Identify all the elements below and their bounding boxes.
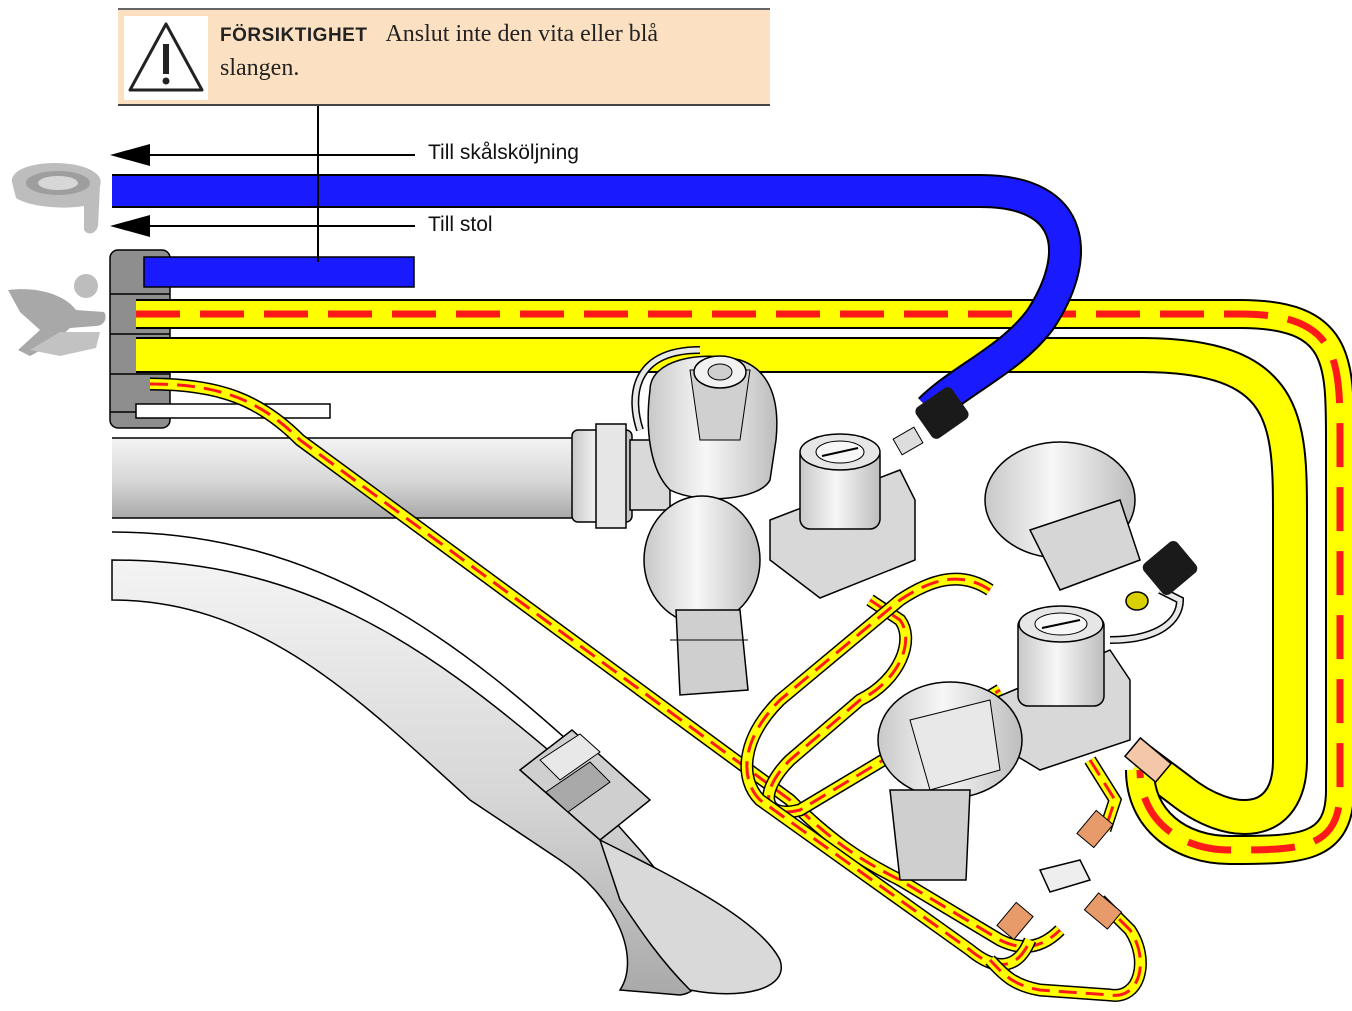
blue-hose-nut — [915, 387, 969, 439]
white-hose — [135, 403, 331, 419]
label-to-chair: Till stol — [428, 213, 493, 236]
water-valve-upper — [631, 346, 778, 696]
caution-keyword: FÖRSIKTIGHET — [220, 25, 368, 46]
pressure-gauge — [984, 441, 1141, 591]
control-tube-main — [149, 377, 1065, 954]
suction-hose-coupling — [518, 729, 652, 841]
water-valve-lower — [877, 681, 1023, 881]
label-to-bowl-rinse: Till skålsköljning — [428, 141, 579, 164]
yellow-hose-nut — [1123, 540, 1198, 784]
t-fitting — [996, 809, 1123, 941]
cuspidor-bowl-icon — [11, 162, 101, 234]
solenoid-valve-lower — [989, 586, 1185, 771]
dental-chair-icon — [8, 274, 106, 356]
blue-water-hose-lower — [143, 256, 415, 288]
caution-message: Anslut inte den vita eller blå slangen. — [220, 21, 659, 81]
pipe-coupling — [571, 423, 671, 529]
suction-hose — [111, 559, 702, 996]
solenoid-valve-upper — [769, 426, 924, 599]
warning-triangle-icon — [124, 16, 208, 100]
